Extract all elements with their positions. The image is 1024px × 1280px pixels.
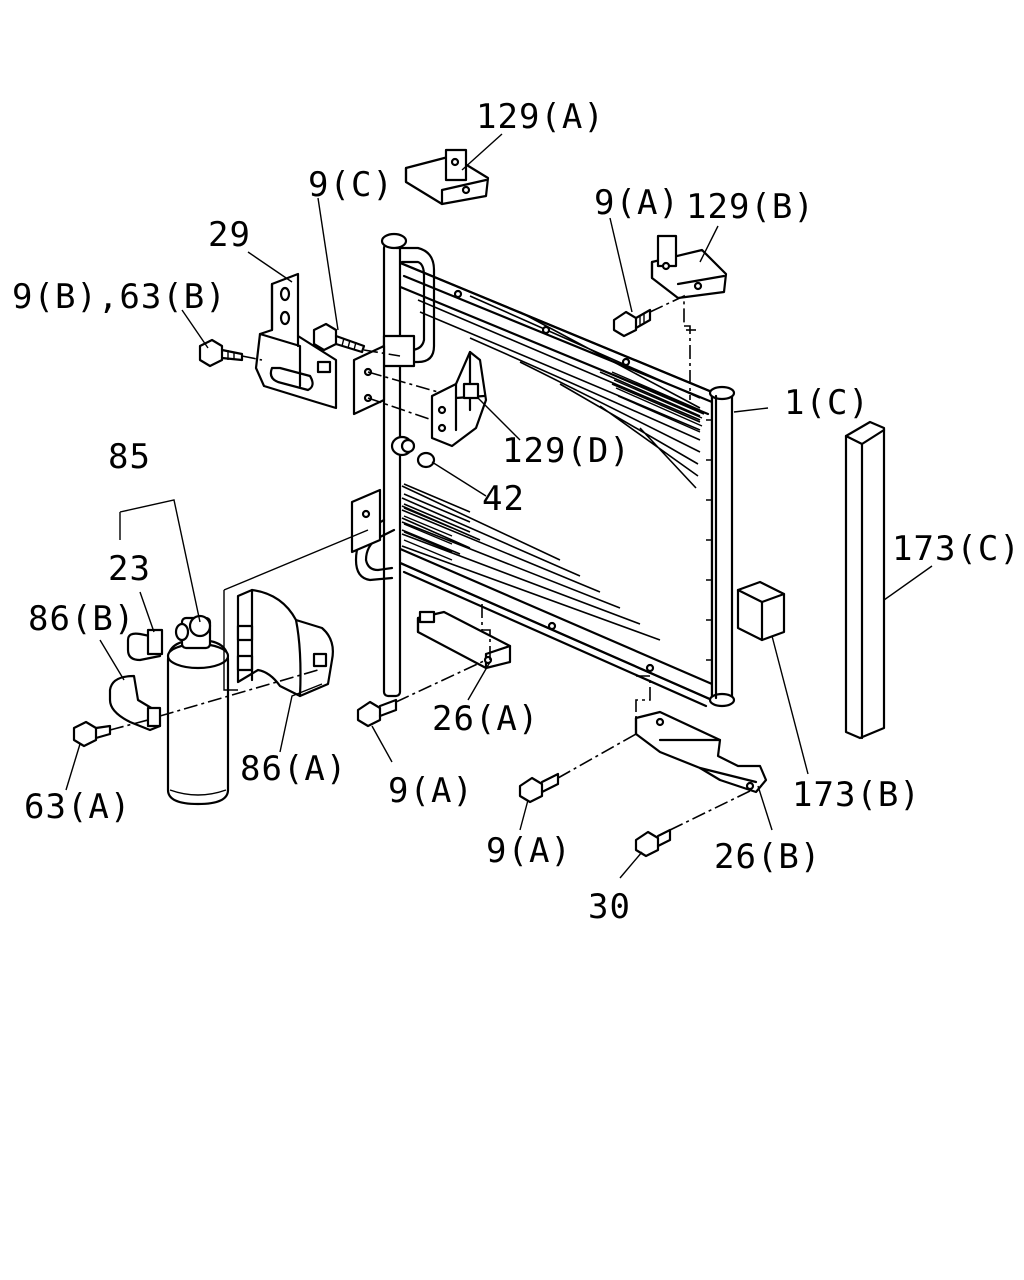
label-26a: 26(A): [432, 699, 539, 739]
switch-23: [126, 628, 164, 662]
bracket-86a: [236, 588, 334, 698]
leader-lines: [65, 133, 933, 879]
bolt-63a: [72, 720, 112, 748]
bolt-30: [634, 828, 672, 858]
condenser-pipes: [354, 246, 436, 582]
label-29: 29: [208, 215, 251, 255]
label-85: 85: [108, 437, 151, 477]
bracket-29: [254, 272, 338, 410]
label-173b: 173(B): [792, 775, 921, 815]
mount-plate-left: [352, 344, 386, 416]
assembly-lines: [109, 294, 753, 831]
bracket-129a: [404, 148, 490, 206]
label-63a: 63(A): [24, 787, 131, 827]
label-129a: 129(A): [476, 97, 605, 137]
bolt-9a-mid: [356, 698, 398, 728]
seal-173c: [844, 420, 886, 740]
label-23: 23: [108, 549, 151, 589]
label-9a-low: 9(A): [486, 831, 572, 871]
bolt-9a-top: [612, 308, 652, 338]
label-1c: 1(C): [784, 383, 870, 423]
bolt-9c: [312, 322, 366, 354]
label-9b-63b: 9(B),63(B): [12, 277, 227, 317]
label-129b: 129(B): [686, 187, 815, 227]
bracket-26a: [416, 610, 512, 670]
label-42: 42: [482, 479, 525, 519]
bolt-9a-low: [518, 772, 560, 804]
bracket-129d: [430, 350, 488, 448]
label-86a: 86(A): [240, 749, 347, 789]
label-86b: 86(B): [28, 599, 135, 639]
label-129d: 129(D): [502, 431, 631, 471]
receiver-drier: [166, 614, 230, 806]
label-9a-top: 9(A): [594, 183, 680, 223]
label-173c: 173(C): [892, 529, 1021, 569]
bolt-9b-63b: [198, 338, 244, 368]
part-labels: 129(A) 9(C) 29 9(A) 129(B) 9(B),63(B) 1(…: [12, 97, 1021, 927]
mount-plate-lower-left: [350, 488, 382, 554]
label-30: 30: [588, 887, 631, 927]
label-9a-mid: 9(A): [388, 771, 474, 811]
clamp-86b: [108, 674, 162, 732]
label-26b: 26(B): [714, 837, 821, 877]
bracket-26b: [634, 710, 768, 794]
bracket-129b: [650, 234, 728, 300]
label-9c: 9(C): [308, 165, 394, 205]
seal-173b: [736, 580, 786, 642]
part-42: [390, 435, 436, 469]
